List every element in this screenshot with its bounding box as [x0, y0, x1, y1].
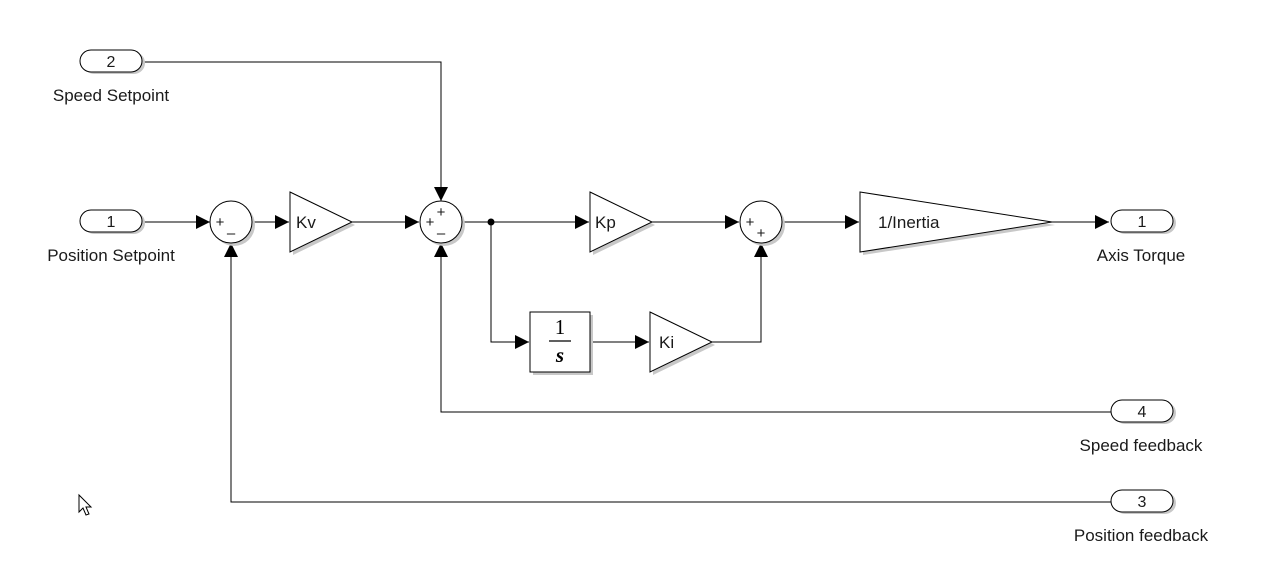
gain-ki-label: Ki: [659, 333, 674, 352]
inport-3[interactable]: 3: [1110, 489, 1176, 514]
branch-point: [487, 218, 495, 226]
sum-position-sign-left: +: [216, 214, 225, 231]
inport-4-label: Speed feedback: [1080, 436, 1203, 455]
inport-3-label: Position feedback: [1074, 526, 1209, 545]
gain-kp-label: Kp: [595, 213, 616, 232]
sum-pi-sign-bottom: +: [757, 225, 766, 242]
gain-kv[interactable]: Kv: [289, 191, 355, 255]
sum-speed-sign-top: +: [437, 204, 446, 221]
wire-position-feedback[interactable]: [224, 243, 1111, 503]
wire-ki-out[interactable]: [712, 243, 768, 343]
wire-speed-setpoint[interactable]: [142, 61, 448, 201]
integrator-block[interactable]: 1 s: [529, 311, 593, 375]
outport-1[interactable]: 1: [1110, 209, 1176, 234]
gain-kv-label: Kv: [296, 213, 316, 232]
wire-speed-feedback[interactable]: [434, 243, 1111, 413]
inport-1-label: Position Setpoint: [47, 246, 175, 265]
inport-4[interactable]: 4: [1110, 399, 1176, 424]
inport-4-number: 4: [1138, 404, 1147, 421]
inport-3-number: 3: [1138, 494, 1147, 511]
sum-pi-sign-left: +: [746, 214, 755, 231]
outport-1-number: 1: [1138, 214, 1147, 231]
sum-position-sign-bottom: –: [227, 225, 236, 242]
gain-kp[interactable]: Kp: [589, 191, 655, 255]
sum-speed-sign-bottom: –: [437, 225, 446, 242]
integrator-denominator: s: [555, 343, 564, 367]
inport-2[interactable]: 2: [79, 49, 145, 74]
gain-ki[interactable]: Ki: [649, 311, 715, 375]
sum-position[interactable]: + –: [209, 200, 255, 246]
inport-2-label: Speed Setpoint: [53, 86, 170, 105]
wire-branch-integrator[interactable]: [490, 222, 529, 349]
sum-speed-sign-left: +: [426, 214, 435, 231]
inport-1-number: 1: [107, 214, 116, 231]
gain-inertia[interactable]: 1/Inertia: [859, 191, 1055, 255]
integrator-numerator: 1: [555, 315, 566, 339]
signal-lines: [142, 61, 1111, 503]
gain-inertia-label: 1/Inertia: [878, 213, 940, 232]
sum-pi[interactable]: + +: [739, 200, 785, 246]
sum-speed[interactable]: + + –: [419, 200, 465, 246]
mouse-cursor-icon: [78, 493, 93, 516]
inport-1[interactable]: 1: [79, 209, 145, 234]
outport-1-label: Axis Torque: [1097, 246, 1186, 265]
inport-2-number: 2: [107, 54, 116, 71]
